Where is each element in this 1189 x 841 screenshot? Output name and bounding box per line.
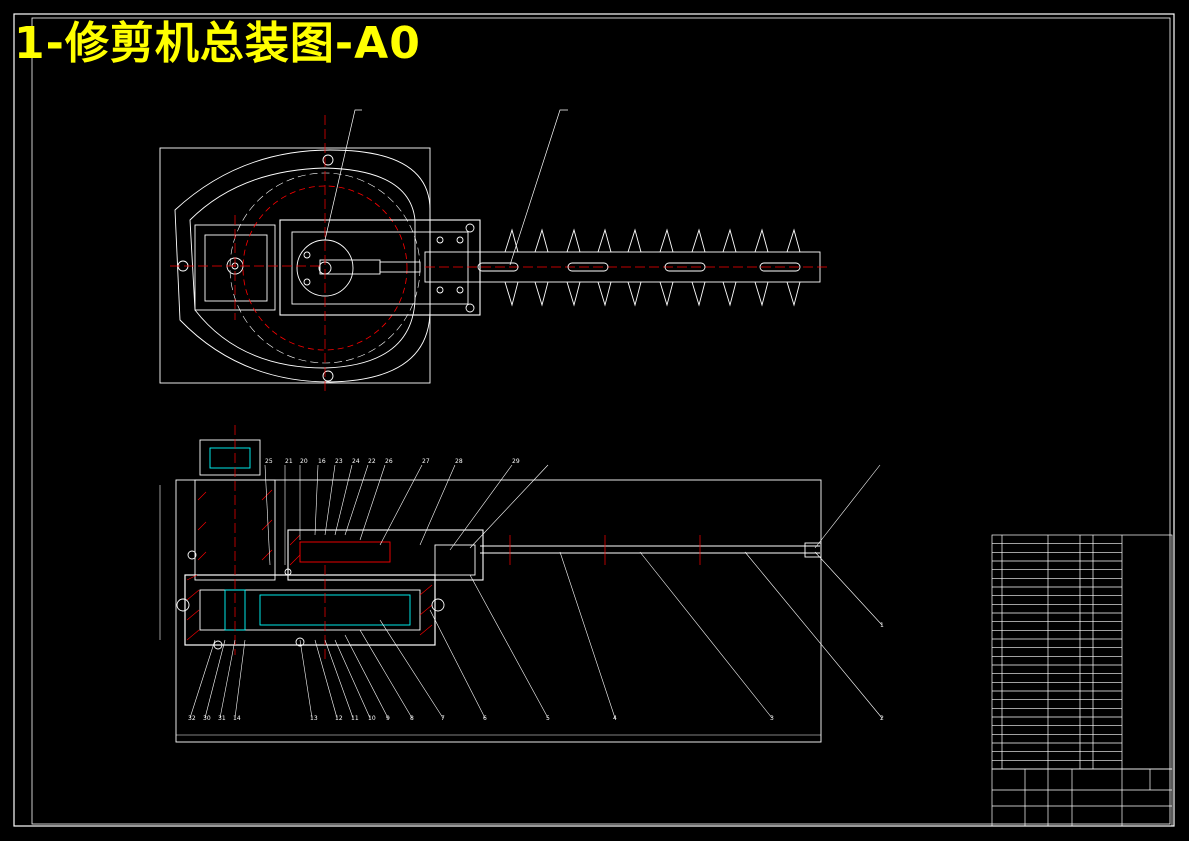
callout-label: 24: [352, 458, 360, 465]
callout-label: 27: [422, 458, 430, 465]
outer-border: [13, 13, 1175, 827]
callout-label: 10: [368, 715, 376, 722]
callout-label: 7: [441, 715, 445, 722]
callout-label: 2: [880, 715, 884, 722]
callout-label: 4: [613, 715, 617, 722]
callout-label: 14: [233, 715, 241, 722]
callout-label: 1: [880, 622, 884, 629]
callout-label: 3: [770, 715, 774, 722]
callout-label: 23: [335, 458, 343, 465]
callout-label: 22: [368, 458, 376, 465]
callout-label: 28: [455, 458, 463, 465]
callout-label: 5: [546, 715, 550, 722]
callout-label: 21: [285, 458, 293, 465]
title-block: [991, 768, 1173, 827]
callout-label: 20: [300, 458, 308, 465]
callout-label: 6: [483, 715, 487, 722]
callout-label: 16: [318, 458, 326, 465]
inner-border: [31, 17, 1171, 825]
callout-label: 13: [310, 715, 318, 722]
callout-label: 30: [203, 715, 211, 722]
callout-label: 26: [385, 458, 393, 465]
callout-label: 12: [335, 715, 343, 722]
callout-label: 32: [188, 715, 196, 722]
callout-label: 11: [351, 715, 359, 722]
bom-table: [991, 534, 1173, 770]
callouts-top: 25 21 20 16 23 24 22 26 27 28 29: [265, 458, 520, 465]
top-view: [159, 109, 830, 395]
section-view: [159, 425, 883, 743]
callout-label: 8: [410, 715, 414, 722]
callout-label: 31: [218, 715, 226, 722]
callout-label: 25: [265, 458, 273, 465]
callout-label: 29: [512, 458, 520, 465]
callout-label: 9: [386, 715, 390, 722]
drawing-title: 1-修剪机总装图-A0: [14, 18, 421, 69]
